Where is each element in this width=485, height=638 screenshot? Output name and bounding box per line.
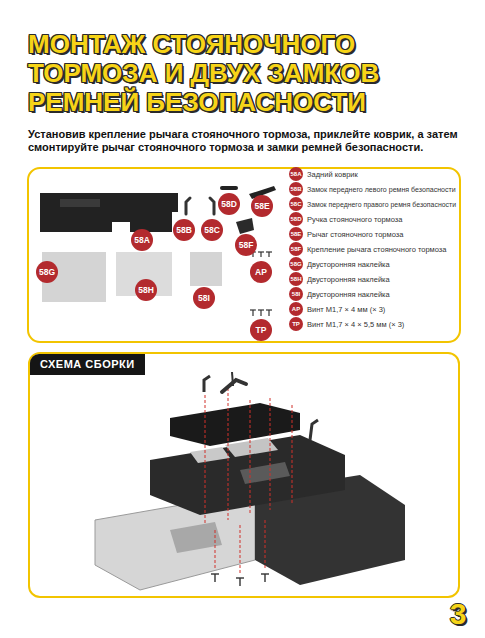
callout-number: 58H bbox=[138, 285, 154, 295]
part-list-item: 58G Двусторонняя наклейка bbox=[289, 257, 390, 271]
assembly-panel: СХЕМА СБОРКИ bbox=[28, 352, 460, 598]
part-name: Двусторонняя наклейка bbox=[307, 260, 390, 269]
part-name: Ручка стояночного тормоза bbox=[307, 215, 402, 224]
part-list-item: 58H Двусторонняя наклейка bbox=[289, 272, 390, 286]
callout-number: AP bbox=[289, 302, 303, 316]
guide-line bbox=[250, 400, 251, 515]
callout-number: 58C bbox=[204, 225, 220, 235]
assembly-guides bbox=[205, 388, 292, 574]
brake-handle bbox=[220, 186, 238, 190]
part-list-item: 58C Замок переднего правого ремня безопас… bbox=[289, 197, 456, 211]
part-name: Задний коврик bbox=[307, 170, 358, 179]
part-name: Винт M1,7 × 4 мм (× 3) bbox=[307, 305, 385, 314]
part-name: Двусторонняя наклейка bbox=[307, 275, 390, 284]
screw bbox=[239, 578, 240, 586]
brake-handle bbox=[232, 372, 233, 386]
part-list-item: 58A Задний коврик bbox=[289, 167, 358, 181]
sticker bbox=[190, 447, 230, 463]
belt-latch bbox=[310, 420, 318, 440]
callout-number: TP bbox=[289, 317, 303, 331]
panel-heading: СХЕМА СБОРКИ bbox=[30, 354, 145, 375]
screw bbox=[264, 574, 265, 582]
callout-number: 58D bbox=[289, 212, 303, 226]
part-name: Рычаг стояночного тормоза bbox=[307, 230, 403, 239]
parts-panel bbox=[28, 168, 460, 342]
callout-number: 58C bbox=[289, 197, 303, 211]
guide-line bbox=[228, 388, 229, 520]
callout-number: 58C bbox=[201, 219, 223, 241]
callout-number: 58F bbox=[239, 240, 254, 250]
callout-number: 58A bbox=[134, 235, 150, 245]
screws bbox=[250, 252, 272, 316]
callout-number: TP bbox=[256, 325, 267, 335]
rear-mat bbox=[40, 193, 178, 232]
guide-line bbox=[240, 525, 241, 574]
guide-line bbox=[265, 520, 266, 570]
callout-number: 58F bbox=[235, 234, 257, 256]
callout-number: 58I bbox=[289, 287, 303, 301]
page-title: МОНТАЖ СТОЯНОЧНОГО ТОРМОЗА И ДВУХ ЗАМКОВ… bbox=[28, 30, 448, 117]
belt-latch bbox=[204, 376, 210, 392]
callout-number: 58D bbox=[218, 193, 240, 215]
part-name: Двусторонняя наклейка bbox=[307, 290, 390, 299]
belt-latch bbox=[186, 198, 190, 214]
lever-mount bbox=[236, 218, 254, 234]
part-name: Винт M1,7 × 4 × 5,5 мм (× 3) bbox=[307, 320, 404, 329]
page-number: 3 bbox=[440, 598, 476, 630]
callout-number: 58E bbox=[251, 195, 273, 217]
mat-detail bbox=[60, 199, 100, 207]
callout-number: 58H bbox=[289, 272, 303, 286]
screw bbox=[214, 574, 215, 582]
guide-line bbox=[215, 530, 216, 570]
part-list-item: 58I Двусторонняя наклейка bbox=[289, 287, 390, 301]
rear-mat bbox=[170, 403, 300, 446]
part-list-item: 58D Ручка стояночного тормоза bbox=[289, 212, 402, 226]
callout-number: 58E bbox=[289, 227, 303, 241]
screws bbox=[211, 574, 269, 586]
part-list-item: AP Винт M1,7 × 4 мм (× 3) bbox=[289, 302, 385, 316]
screw bbox=[268, 252, 269, 257]
belt-latch bbox=[210, 198, 214, 214]
screw bbox=[252, 310, 253, 316]
callout-number: 58B bbox=[176, 225, 192, 235]
callout-number: 58G bbox=[289, 257, 303, 271]
callout-number: 58B bbox=[289, 182, 303, 196]
guide-line bbox=[205, 395, 206, 525]
part-name: Замок переднего правого ремня безопаснос… bbox=[307, 201, 456, 208]
callout-number: 58E bbox=[254, 201, 269, 211]
guide-line bbox=[270, 398, 271, 510]
tunnel bbox=[150, 435, 345, 515]
part-list-item: 58F Крепление рычага стояночного тормоза bbox=[289, 242, 446, 256]
callout-number: 58B bbox=[173, 219, 195, 241]
intro-text: Установив крепление рычага стояночного т… bbox=[28, 128, 460, 154]
sticker bbox=[116, 252, 172, 296]
part-list-item: 58B Замок переднего левого ремня безопасн… bbox=[289, 182, 456, 196]
part-name: Крепление рычага стояночного тормоза bbox=[307, 245, 446, 254]
part-list-item: 58E Рычаг стояночного тормоза bbox=[289, 227, 403, 241]
callout-number: 58A bbox=[289, 167, 303, 181]
callout-number: TP bbox=[250, 319, 272, 341]
part-list-item: TP Винт M1,7 × 4 × 5,5 мм (× 3) bbox=[289, 317, 404, 331]
brake-lever bbox=[222, 380, 246, 392]
callout-number: AP bbox=[250, 261, 272, 283]
callout-number: 58H bbox=[135, 279, 157, 301]
callout-number: 58G bbox=[36, 261, 58, 283]
part-name: Замок переднего левого ремня безопасност… bbox=[307, 186, 456, 193]
callout-number: 58G bbox=[39, 267, 55, 277]
callout-number: 58I bbox=[198, 293, 210, 303]
callout-number: 58A bbox=[131, 229, 153, 251]
callout-number: 58I bbox=[193, 287, 215, 309]
floor-grid bbox=[170, 522, 222, 553]
sticker bbox=[190, 252, 222, 286]
callout-number: 58D bbox=[221, 199, 237, 209]
callout-number: 58F bbox=[289, 242, 303, 256]
screw bbox=[268, 310, 269, 316]
callout-number: AP bbox=[255, 267, 267, 277]
screw bbox=[260, 252, 261, 257]
tunnel-detail bbox=[240, 462, 290, 484]
guide-line bbox=[292, 405, 293, 505]
screw bbox=[260, 310, 261, 316]
